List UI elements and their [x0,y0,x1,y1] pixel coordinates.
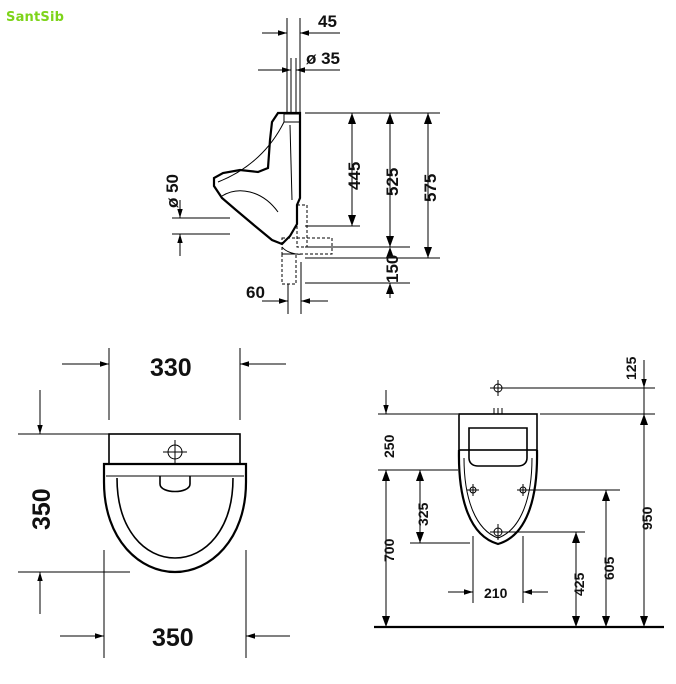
dim-425-label: 425 [571,572,587,596]
side-view: 45 ø 35 445 525 [163,12,440,314]
dim-605-label: 605 [601,556,617,580]
watermark-logo: SantSib [6,10,65,25]
dim-330-label: 330 [150,354,192,382]
dim-d35-label: ø 35 [306,49,340,68]
drain-pipe-dashed [281,253,297,285]
dim-d50-label: ø 50 [163,174,182,208]
inlet-connector [283,113,301,123]
dim-150-label: 150 [383,255,402,283]
dim-350w-label: 350 [152,624,194,652]
dim-45-label: 45 [318,12,337,31]
drain-outlet-dashed [281,237,333,255]
dim-210-label: 210 [484,585,508,601]
dim-700-label: 700 [381,538,397,562]
urinal-back-curve [217,121,285,183]
dim-445-label: 445 [345,162,364,190]
dim-350h-label: 350 [28,488,56,530]
urinal-wall-inner [289,124,293,201]
front-bowl-outline [457,449,539,546]
front-flush-spreader [468,427,528,467]
top-view-drain-opening [159,476,191,493]
dim-950-label: 950 [639,506,655,530]
dim-525-label: 525 [383,168,402,196]
urinal-bowl-inner-curve [221,190,279,213]
top-view-outer-shell [102,462,248,574]
front-top-rim [458,413,538,451]
dim-325-label: 325 [415,502,431,526]
dim-575-label: 575 [421,174,440,202]
dim-60-label: 60 [246,283,265,302]
outlet-lip [281,246,303,255]
front-view: 125 950 250 700 325 605 425 [374,356,664,629]
top-view-inner-rim [116,477,234,559]
dim-125-label: 125 [623,356,639,380]
dim-250-label: 250 [381,434,397,458]
top-view: 330 350 350 [18,348,290,658]
